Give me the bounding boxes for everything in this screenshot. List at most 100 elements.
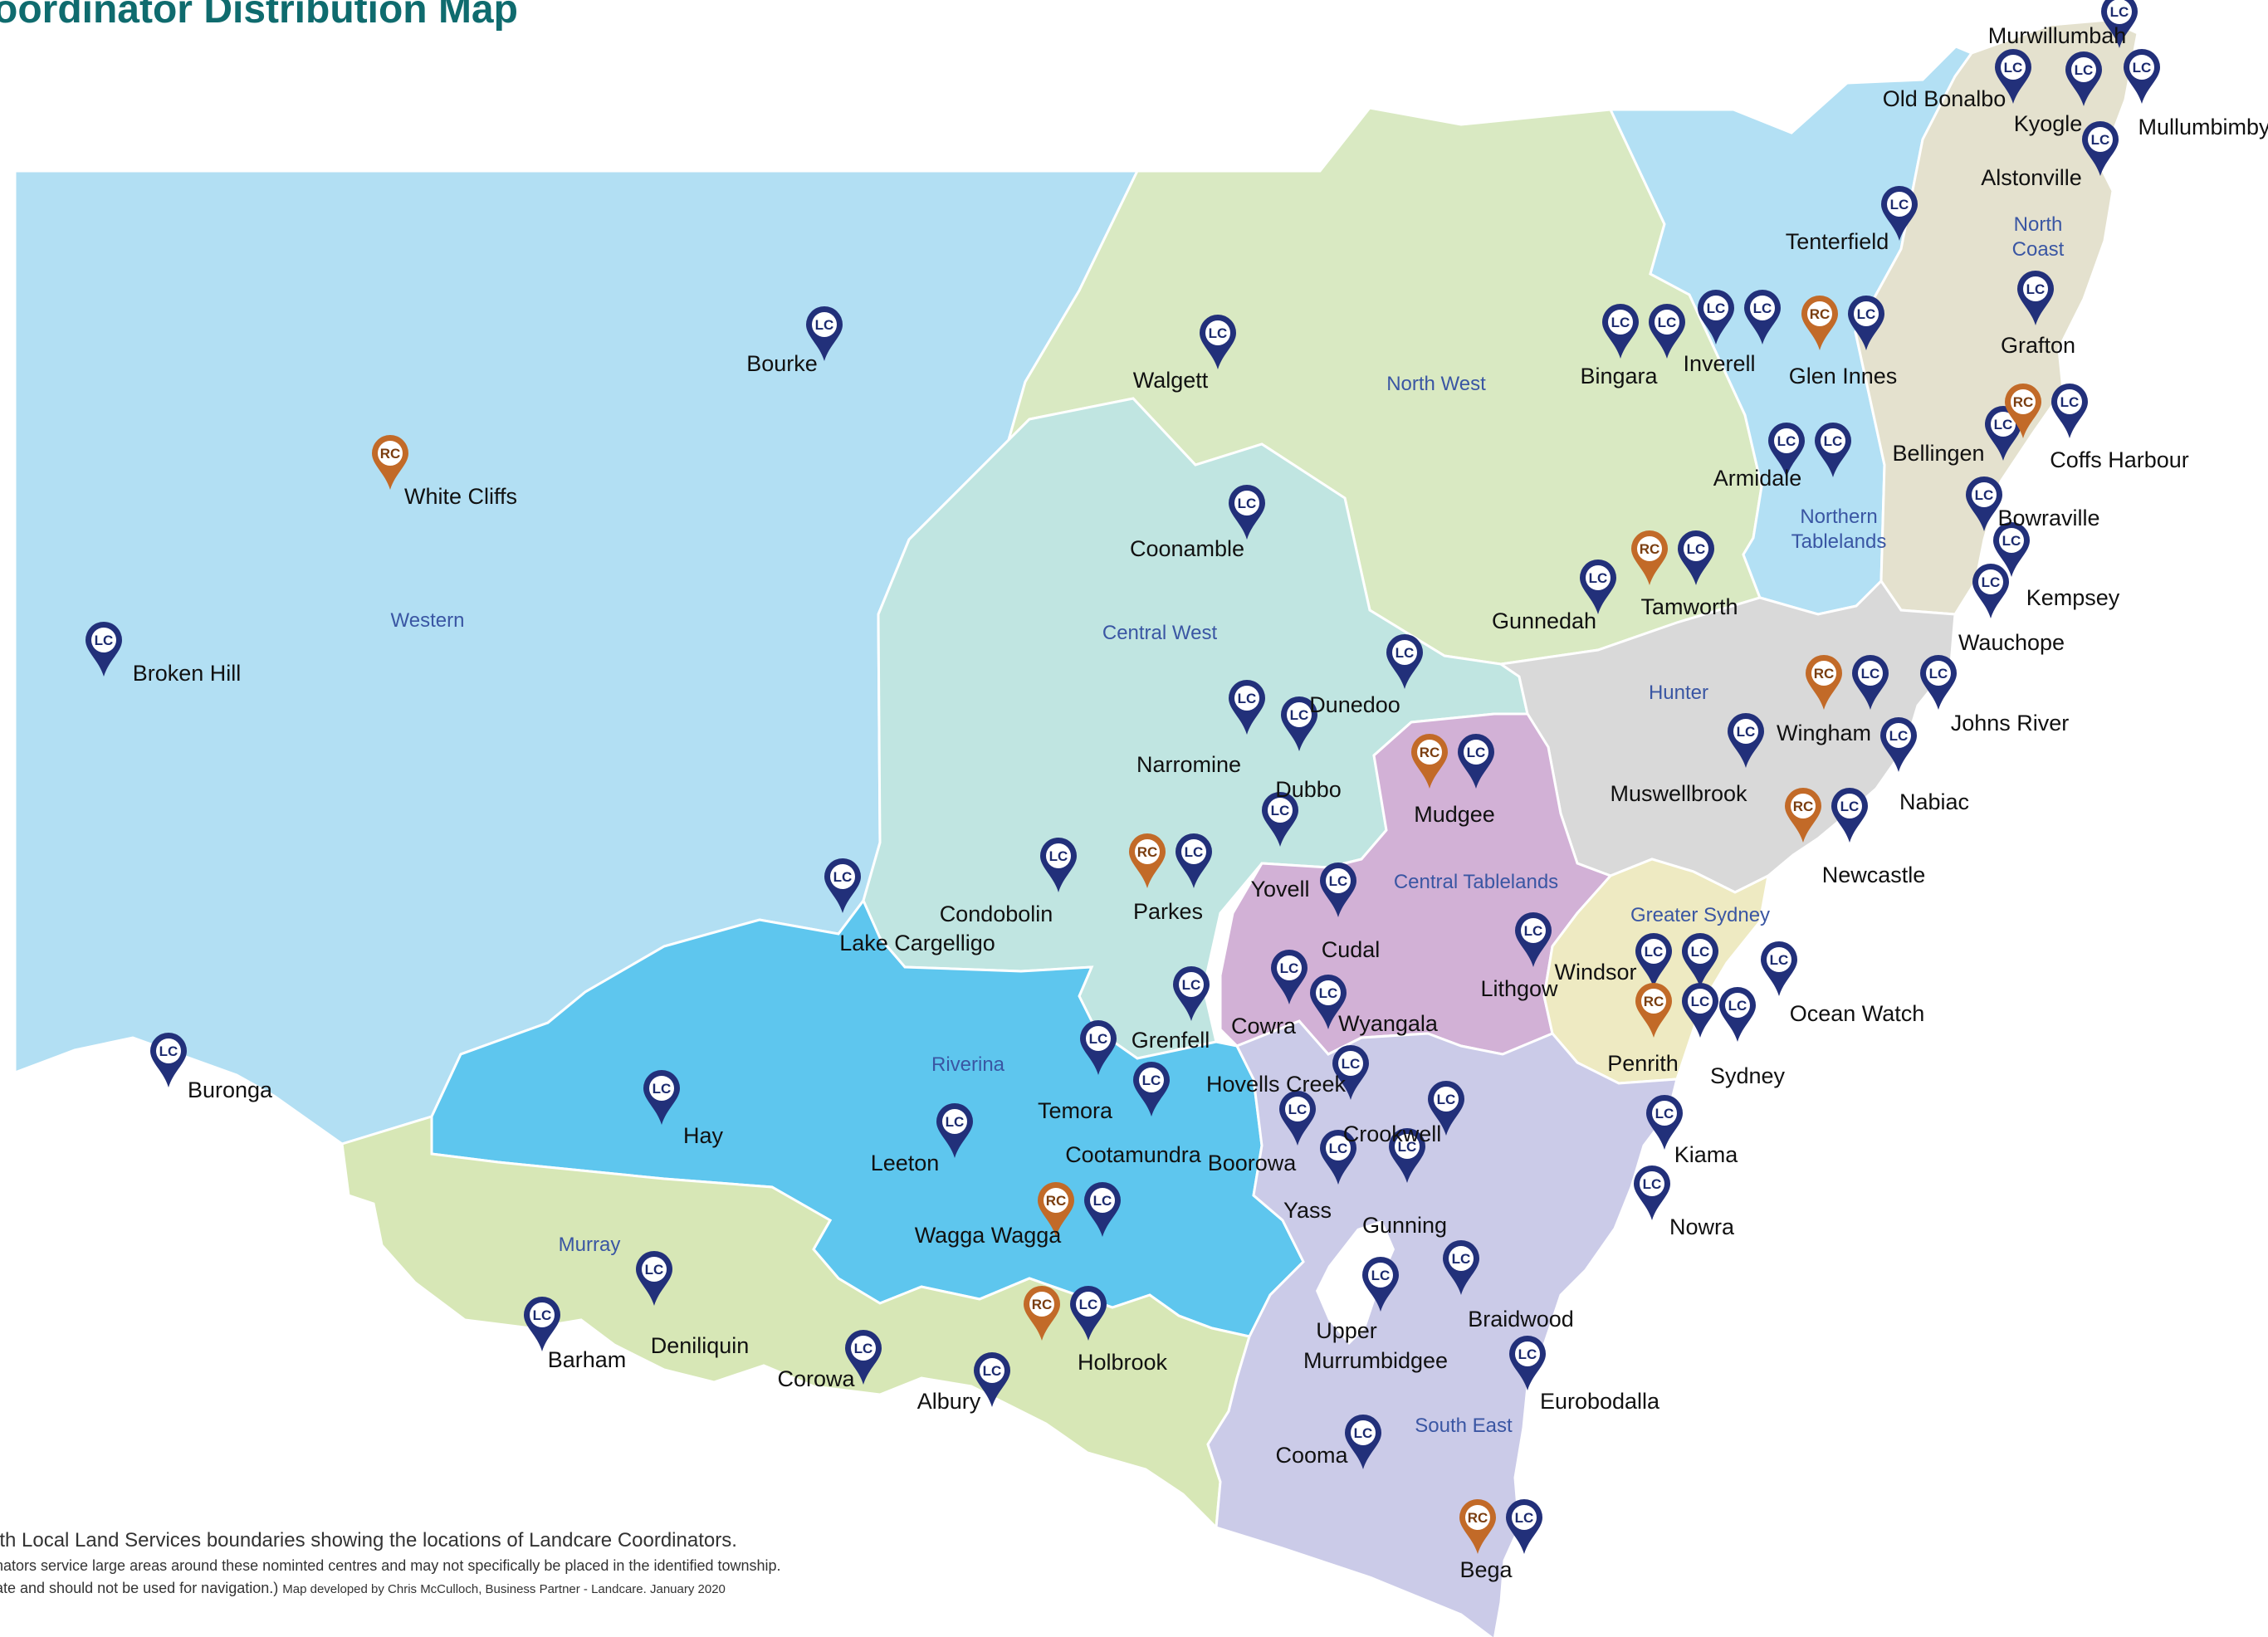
pin-face xyxy=(378,441,403,466)
pin-lc-walgett[interactable]: LC xyxy=(1200,315,1236,369)
pin-face xyxy=(91,628,116,652)
pin-lc-johns-river[interactable]: LC xyxy=(1920,655,1957,710)
town-label-cootamundra: Cootamundra xyxy=(1065,1142,1202,1167)
pin-face xyxy=(1641,989,1666,1014)
pin-lc-gunning[interactable]: LC xyxy=(1389,1128,1425,1183)
pin-lc-bingara[interactable]: LC xyxy=(1649,304,1685,359)
pin-lc-gunnedah[interactable]: LC xyxy=(1580,560,1616,614)
pin-lc-muswellbrook[interactable]: LC xyxy=(1728,713,1764,768)
pin-lc-wagga-wagga[interactable]: LC xyxy=(1084,1182,1121,1237)
pin-lc-yovell[interactable]: LC xyxy=(1262,792,1298,847)
pin-rc-coffs-harbour[interactable]: RC xyxy=(2005,384,2041,438)
pin-lc-buronga[interactable]: LC xyxy=(150,1033,187,1087)
pin-lc-cooma[interactable]: LC xyxy=(1345,1415,1381,1469)
pin-lc-bingara[interactable]: LC xyxy=(1602,304,1639,359)
pin-lc-holbrook[interactable]: LC xyxy=(1070,1286,1107,1341)
pin-lc-bowraville[interactable]: LC xyxy=(1966,476,2002,531)
pin-lc-narromine[interactable]: LC xyxy=(1229,680,1265,735)
town-label-cooma: Cooma xyxy=(1275,1443,1348,1468)
pin-lc-inverell[interactable]: LC xyxy=(1744,290,1781,345)
pin-lc-parkes[interactable]: LC xyxy=(1176,833,1212,888)
pin-lc-eurobodalla[interactable]: LC xyxy=(1509,1336,1546,1390)
pin-lc-nowra[interactable]: LC xyxy=(1634,1165,1670,1220)
pin-face xyxy=(2107,0,2132,24)
pin-lc-newcastle[interactable]: LC xyxy=(1831,788,1868,843)
pin-lc-nabiac[interactable]: LC xyxy=(1880,717,1917,772)
pin-rc-mudgee[interactable]: RC xyxy=(1411,734,1448,789)
pin-lc-wyangala[interactable]: LC xyxy=(1310,975,1347,1029)
pin-lc-coonamble[interactable]: LC xyxy=(1229,485,1265,540)
pin-lc-wingham[interactable]: LC xyxy=(1852,655,1889,710)
pin-rc-bega[interactable]: RC xyxy=(1459,1499,1496,1554)
pin-lc-grenfell[interactable]: LC xyxy=(1173,966,1210,1021)
pin-lc-kempsey[interactable]: LC xyxy=(1993,522,2030,577)
pin-lc-grafton[interactable]: LC xyxy=(2017,271,2054,325)
pin-face xyxy=(1608,310,1633,335)
pin-lc-lake-cargelligo[interactable]: LC xyxy=(824,858,861,913)
pin-lc-armidale[interactable]: LC xyxy=(1815,423,1851,477)
pin-lc-wauchope[interactable]: LC xyxy=(1972,564,2009,618)
pin-lc-broken-hill[interactable]: LC xyxy=(86,622,122,677)
pin-lc-mullumbimby[interactable]: LC xyxy=(2124,49,2160,104)
pin-lc-bellingen[interactable]: LC xyxy=(1985,406,2021,461)
pin-lc-albury[interactable]: LC xyxy=(974,1352,1010,1407)
region-label-greater-sydney: Greater Sydney xyxy=(1630,904,1770,926)
pin-lc-hovells-creek[interactable]: LC xyxy=(1332,1045,1369,1100)
town-label-eurobodalla: Eurobodalla xyxy=(1540,1389,1660,1414)
pin-lc-dunedoo[interactable]: LC xyxy=(1386,634,1423,689)
pin-lc-corowa[interactable]: LC xyxy=(845,1330,882,1385)
pin-lc-sydney[interactable]: LC xyxy=(1719,987,1756,1042)
pin-lc-leeton[interactable]: LC xyxy=(936,1103,973,1158)
pin-lc-cowra[interactable]: LC xyxy=(1271,950,1308,1004)
pin-rc-penrith[interactable]: RC xyxy=(1635,983,1672,1038)
pin-lc-deniliquin[interactable]: LC xyxy=(636,1251,672,1306)
pin-rc-wingham[interactable]: RC xyxy=(1806,655,1842,710)
pin-face xyxy=(2057,389,2082,414)
region-label-north-coast: North xyxy=(2014,213,2063,236)
pin-lc-glen-innes[interactable]: LC xyxy=(1848,296,1884,350)
pin-lc-windsor[interactable]: LC xyxy=(1682,933,1718,988)
pin-lc-hay[interactable]: LC xyxy=(643,1070,680,1125)
pin-lc-cudal[interactable]: LC xyxy=(1320,862,1356,917)
pin-face xyxy=(1285,1097,1310,1121)
pin-lc-condobolin[interactable]: LC xyxy=(1040,838,1077,892)
pin-lc-bourke[interactable]: LC xyxy=(806,306,843,361)
pin-lc-kyogle[interactable]: LC xyxy=(2065,51,2102,106)
pin-lc-dubbo[interactable]: LC xyxy=(1281,696,1317,751)
pin-rc-newcastle[interactable]: RC xyxy=(1785,788,1821,843)
pin-lc-barham[interactable]: LC xyxy=(524,1297,560,1351)
pin-rc-holbrook[interactable]: RC xyxy=(1024,1286,1060,1341)
pin-lc-braidwood[interactable]: LC xyxy=(1443,1240,1479,1295)
pin-lc-tamworth[interactable]: LC xyxy=(1678,530,1714,585)
pin-lc-crookwell[interactable]: LC xyxy=(1428,1081,1464,1136)
pin-lc-old-bonalbo[interactable]: LC xyxy=(1995,49,2031,104)
pin-lc-boorowa[interactable]: LC xyxy=(1279,1091,1316,1146)
pin-rc-white-cliffs[interactable]: RC xyxy=(372,435,408,490)
pin-lc-temora[interactable]: LC xyxy=(1080,1020,1117,1075)
pin-lc-bega[interactable]: LC xyxy=(1506,1499,1542,1554)
pin-lc-kiama[interactable]: LC xyxy=(1646,1095,1683,1150)
pin-lc-murwillumbah[interactable]: LC xyxy=(2101,0,2138,48)
pin-lc-mudgee[interactable]: LC xyxy=(1458,734,1494,789)
pin-lc-coffs-harbour[interactable]: LC xyxy=(2051,384,2088,438)
pin-lc-armidale[interactable]: LC xyxy=(1768,423,1805,477)
pin-lc-tenterfield[interactable]: LC xyxy=(1881,186,1918,241)
pin-lc-lithgow[interactable]: LC xyxy=(1515,912,1552,967)
pin-lc-yass[interactable]: LC xyxy=(1320,1130,1356,1185)
pin-lc-penrith[interactable]: LC xyxy=(1682,983,1718,1038)
pin-lc-cootamundra[interactable]: LC xyxy=(1133,1062,1170,1117)
pin-lc-alstonville[interactable]: LC xyxy=(2082,121,2119,176)
town-label-corowa: Corowa xyxy=(777,1366,855,1391)
pin-lc-windsor[interactable]: LC xyxy=(1635,933,1672,988)
pin-rc-glen-innes[interactable]: RC xyxy=(1801,296,1838,350)
pin-rc-parkes[interactable]: RC xyxy=(1129,833,1166,888)
region-south-east xyxy=(1206,1019,1679,1637)
town-label-cowra: Cowra xyxy=(1231,1014,1297,1038)
pin-lc-upper-murrumbidgee[interactable]: LC xyxy=(1362,1257,1399,1312)
pin-code-label: LC xyxy=(1890,197,1909,213)
pin-lc-inverell[interactable]: LC xyxy=(1698,290,1734,345)
pin-rc-tamworth[interactable]: RC xyxy=(1631,530,1668,585)
pin-lc-ocean-watch[interactable]: LC xyxy=(1761,941,1797,996)
pin-rc-wagga-wagga[interactable]: RC xyxy=(1038,1182,1074,1237)
